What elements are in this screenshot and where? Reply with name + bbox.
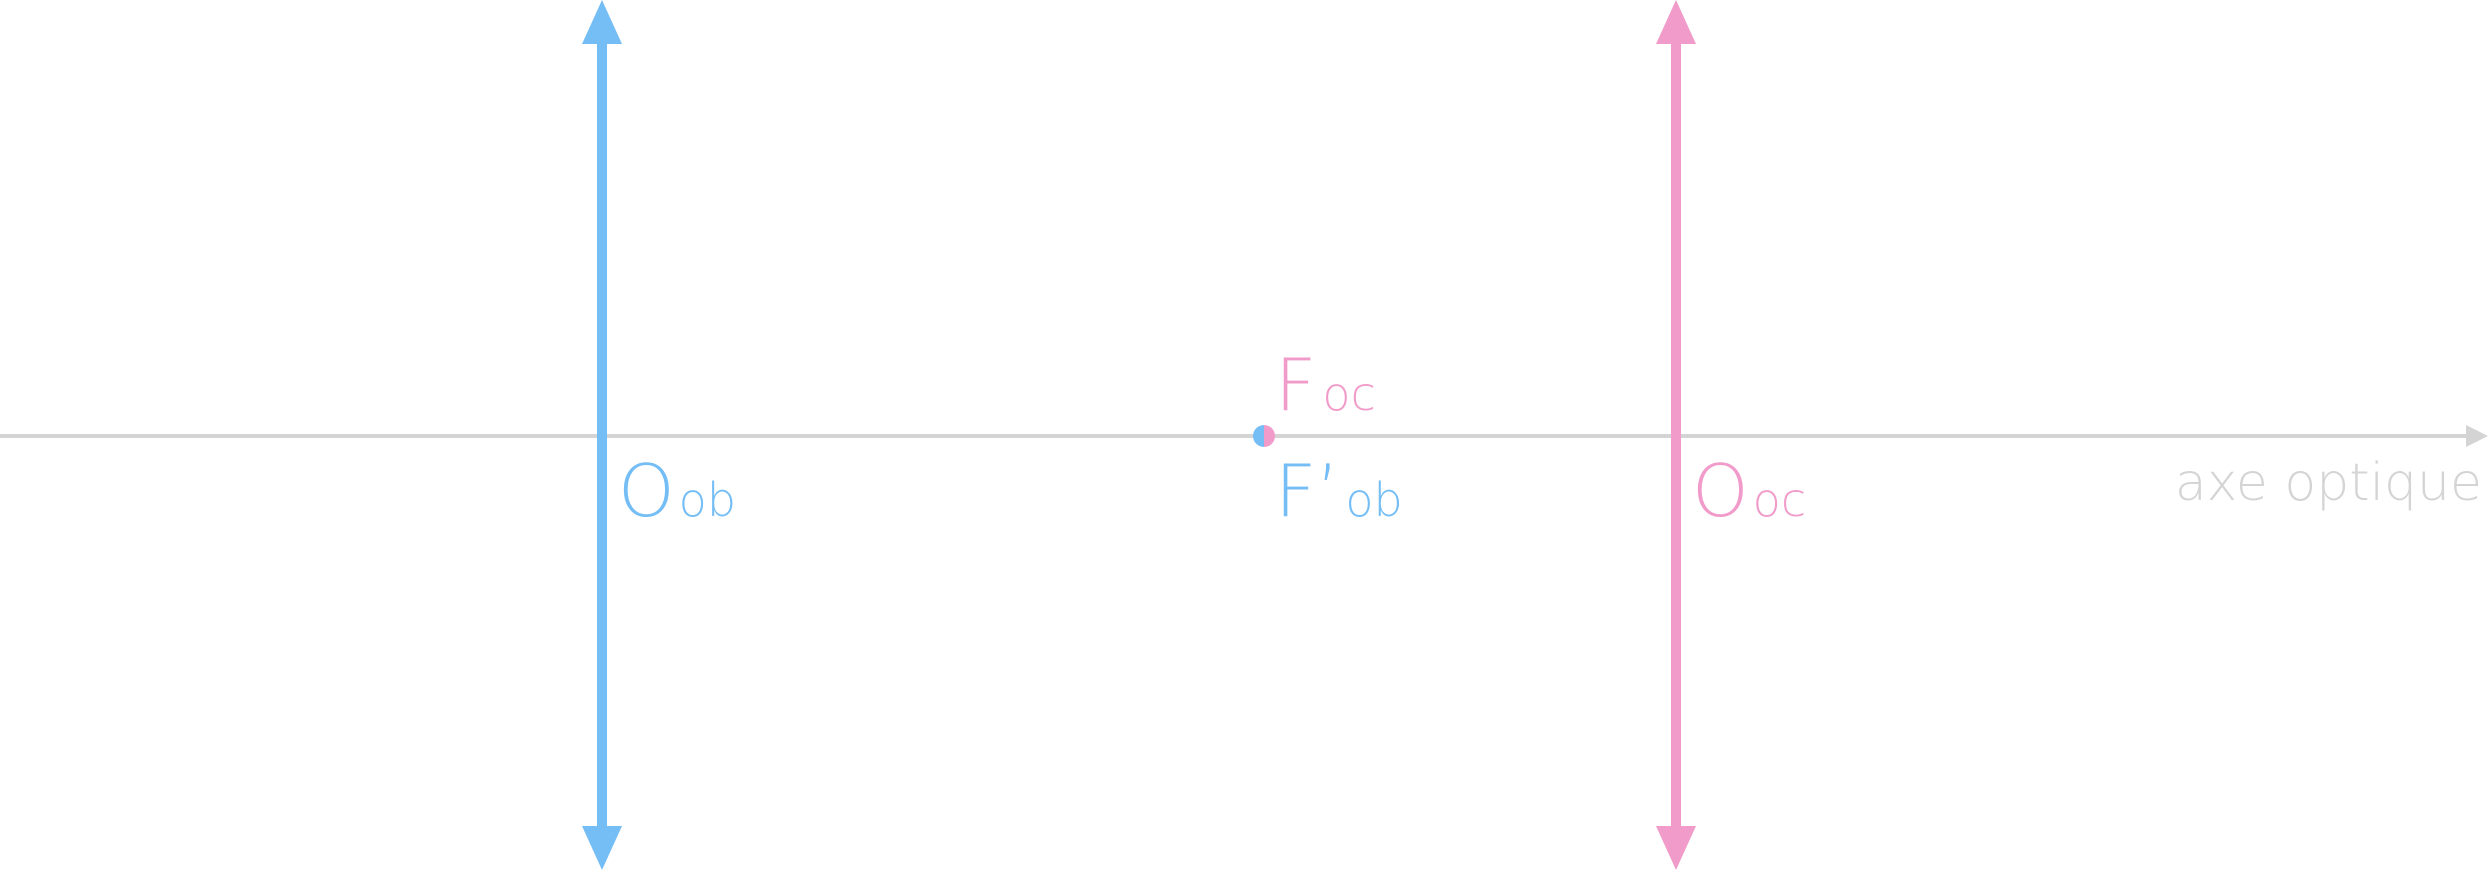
- eyepiece-lens-label: Ooc: [1692, 449, 1806, 533]
- focal-point-dot-icon: [1253, 425, 1275, 447]
- eyepiece-lens-body: [1671, 40, 1681, 830]
- objective-lens-body: [597, 40, 607, 830]
- optical-axis: [0, 425, 2488, 447]
- focal-point-pink-half: [1264, 425, 1275, 447]
- objective-lens-label: Oob: [618, 449, 736, 533]
- focal-objective-label: F’ob: [1275, 449, 1403, 533]
- eyepiece-bottom-arrow-icon: [1656, 826, 1696, 870]
- eyepiece-top-arrow-icon: [1656, 0, 1696, 44]
- objective-top-arrow-icon: [582, 0, 622, 44]
- axis-label: axe optique: [2175, 453, 2482, 513]
- objective-lens: [582, 0, 622, 870]
- focal-point-blue-half: [1253, 425, 1264, 447]
- objective-bottom-arrow-icon: [582, 826, 622, 870]
- axis-arrow-icon: [2466, 425, 2488, 447]
- eyepiece-lens: [1656, 0, 1696, 870]
